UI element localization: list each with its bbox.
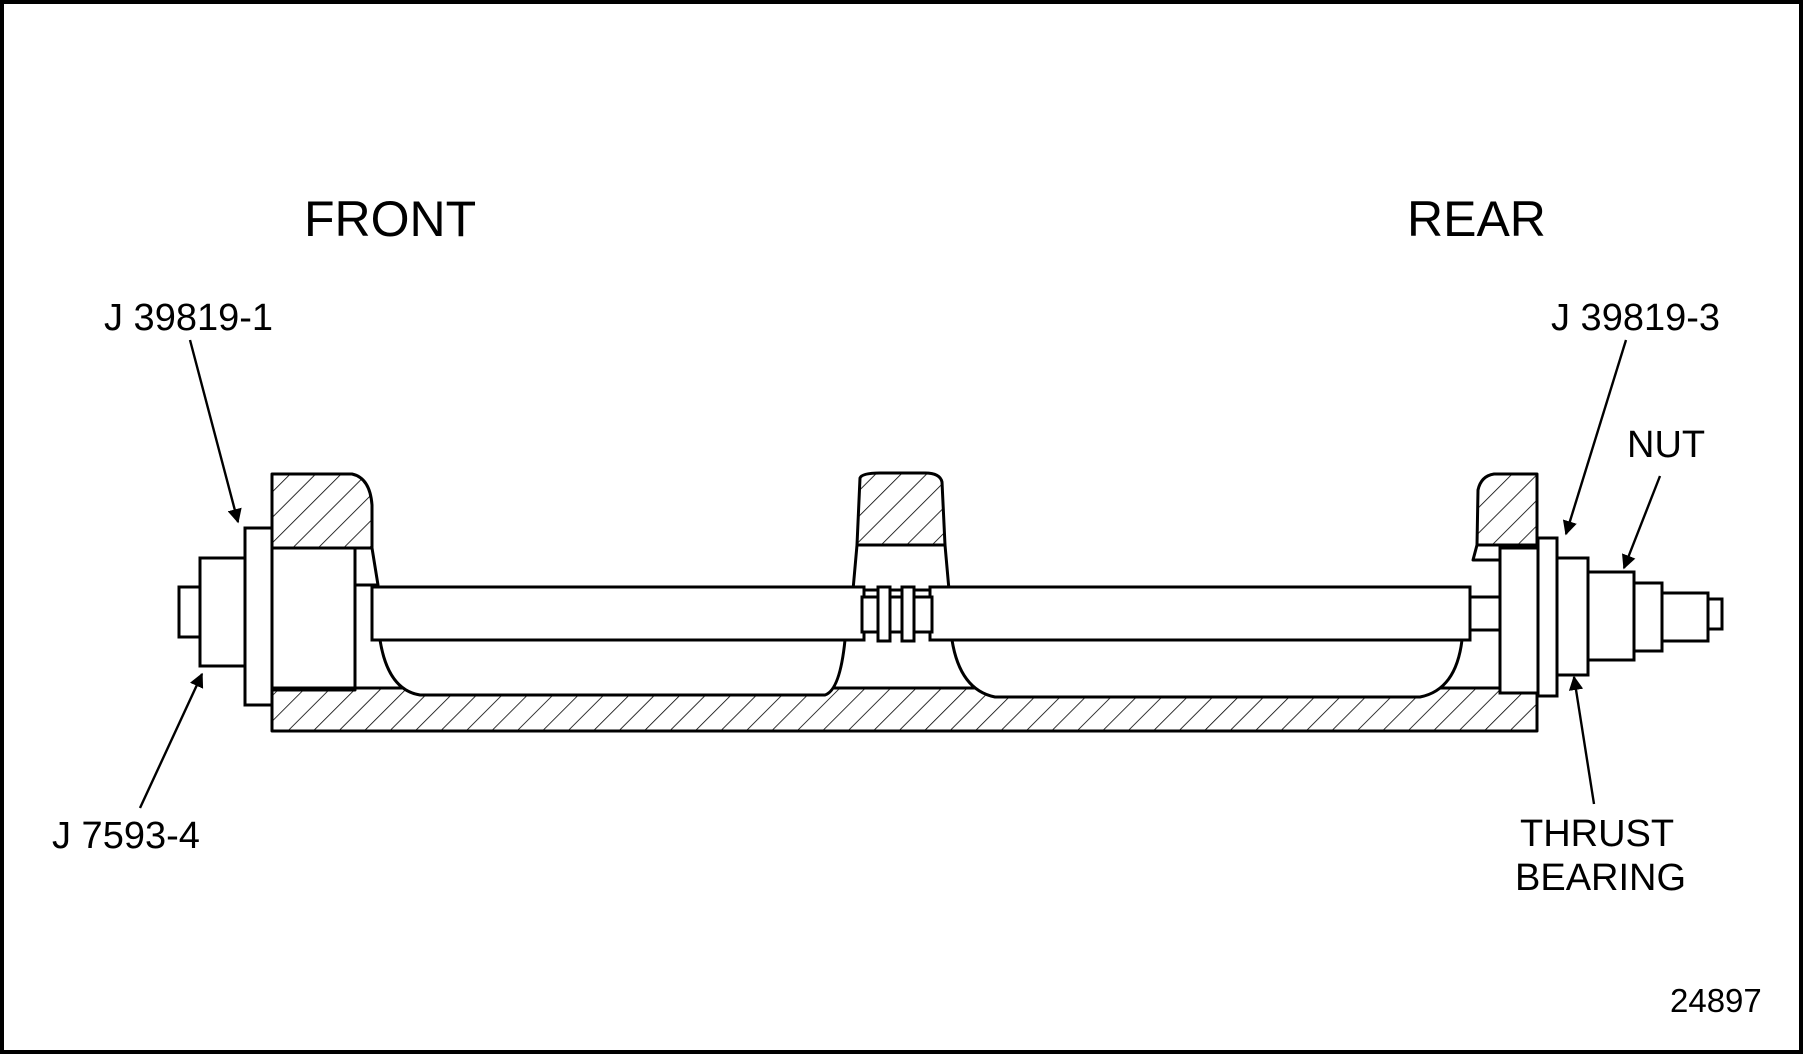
rear-nut-step bbox=[1632, 581, 1664, 653]
tool-j7593-4-label: J 7593-4 bbox=[52, 815, 200, 857]
front-gallery bbox=[378, 638, 847, 697]
leader-j39819-3 bbox=[1562, 339, 1628, 536]
camshaft-front-section bbox=[370, 585, 866, 642]
thrust-bearing-label-line1: THRUST bbox=[1520, 813, 1674, 855]
center-bearing-cap bbox=[855, 471, 947, 547]
thrust-bearing bbox=[1555, 556, 1590, 677]
rear-rod-tip bbox=[1706, 597, 1724, 631]
leader-j7593-4 bbox=[138, 672, 204, 809]
figure-number: 24897 bbox=[1670, 982, 1762, 1019]
rear-adapter-plate bbox=[1498, 546, 1540, 695]
rear-bearing-cap bbox=[1475, 472, 1539, 547]
camshaft-center-collar-right bbox=[900, 585, 916, 643]
front-adapter-plate bbox=[243, 526, 274, 707]
front-tool-shaft-end bbox=[177, 585, 202, 639]
rear-label: REAR bbox=[1407, 191, 1546, 247]
center-bearing-body bbox=[851, 543, 951, 592]
rear-threaded-rod bbox=[1660, 591, 1710, 643]
rear-tooling bbox=[1498, 536, 1724, 698]
tool-j39819-1-label: J 39819-1 bbox=[104, 297, 273, 339]
front-tool-hub bbox=[270, 546, 357, 690]
nut-label: NUT bbox=[1627, 424, 1705, 466]
rear-nut bbox=[1586, 570, 1636, 662]
camshaft-rear-neck bbox=[1468, 595, 1502, 632]
camshaft bbox=[370, 585, 1502, 643]
base-wall bbox=[270, 686, 1539, 733]
camshaft-center-collar-left bbox=[876, 585, 892, 643]
camshaft-center-journal bbox=[860, 595, 934, 634]
rear-adapter-flange bbox=[1536, 536, 1559, 698]
leader-nut bbox=[1622, 475, 1662, 570]
camshaft-rear-section bbox=[928, 585, 1472, 642]
leader-thrust-bearing bbox=[1568, 675, 1596, 805]
front-bearing-cap bbox=[270, 472, 374, 550]
tool-j39819-3-label: J 39819-3 bbox=[1551, 297, 1720, 339]
rear-gallery bbox=[950, 638, 1464, 699]
thrust-bearing-label-line2: BEARING bbox=[1515, 857, 1686, 899]
leader-lines bbox=[138, 339, 1662, 809]
front-tool-collar bbox=[198, 556, 247, 668]
front-tooling bbox=[177, 526, 357, 707]
front-label: FRONT bbox=[304, 191, 476, 247]
oil-galleries bbox=[378, 638, 1464, 699]
leader-j39819-1 bbox=[188, 339, 242, 524]
